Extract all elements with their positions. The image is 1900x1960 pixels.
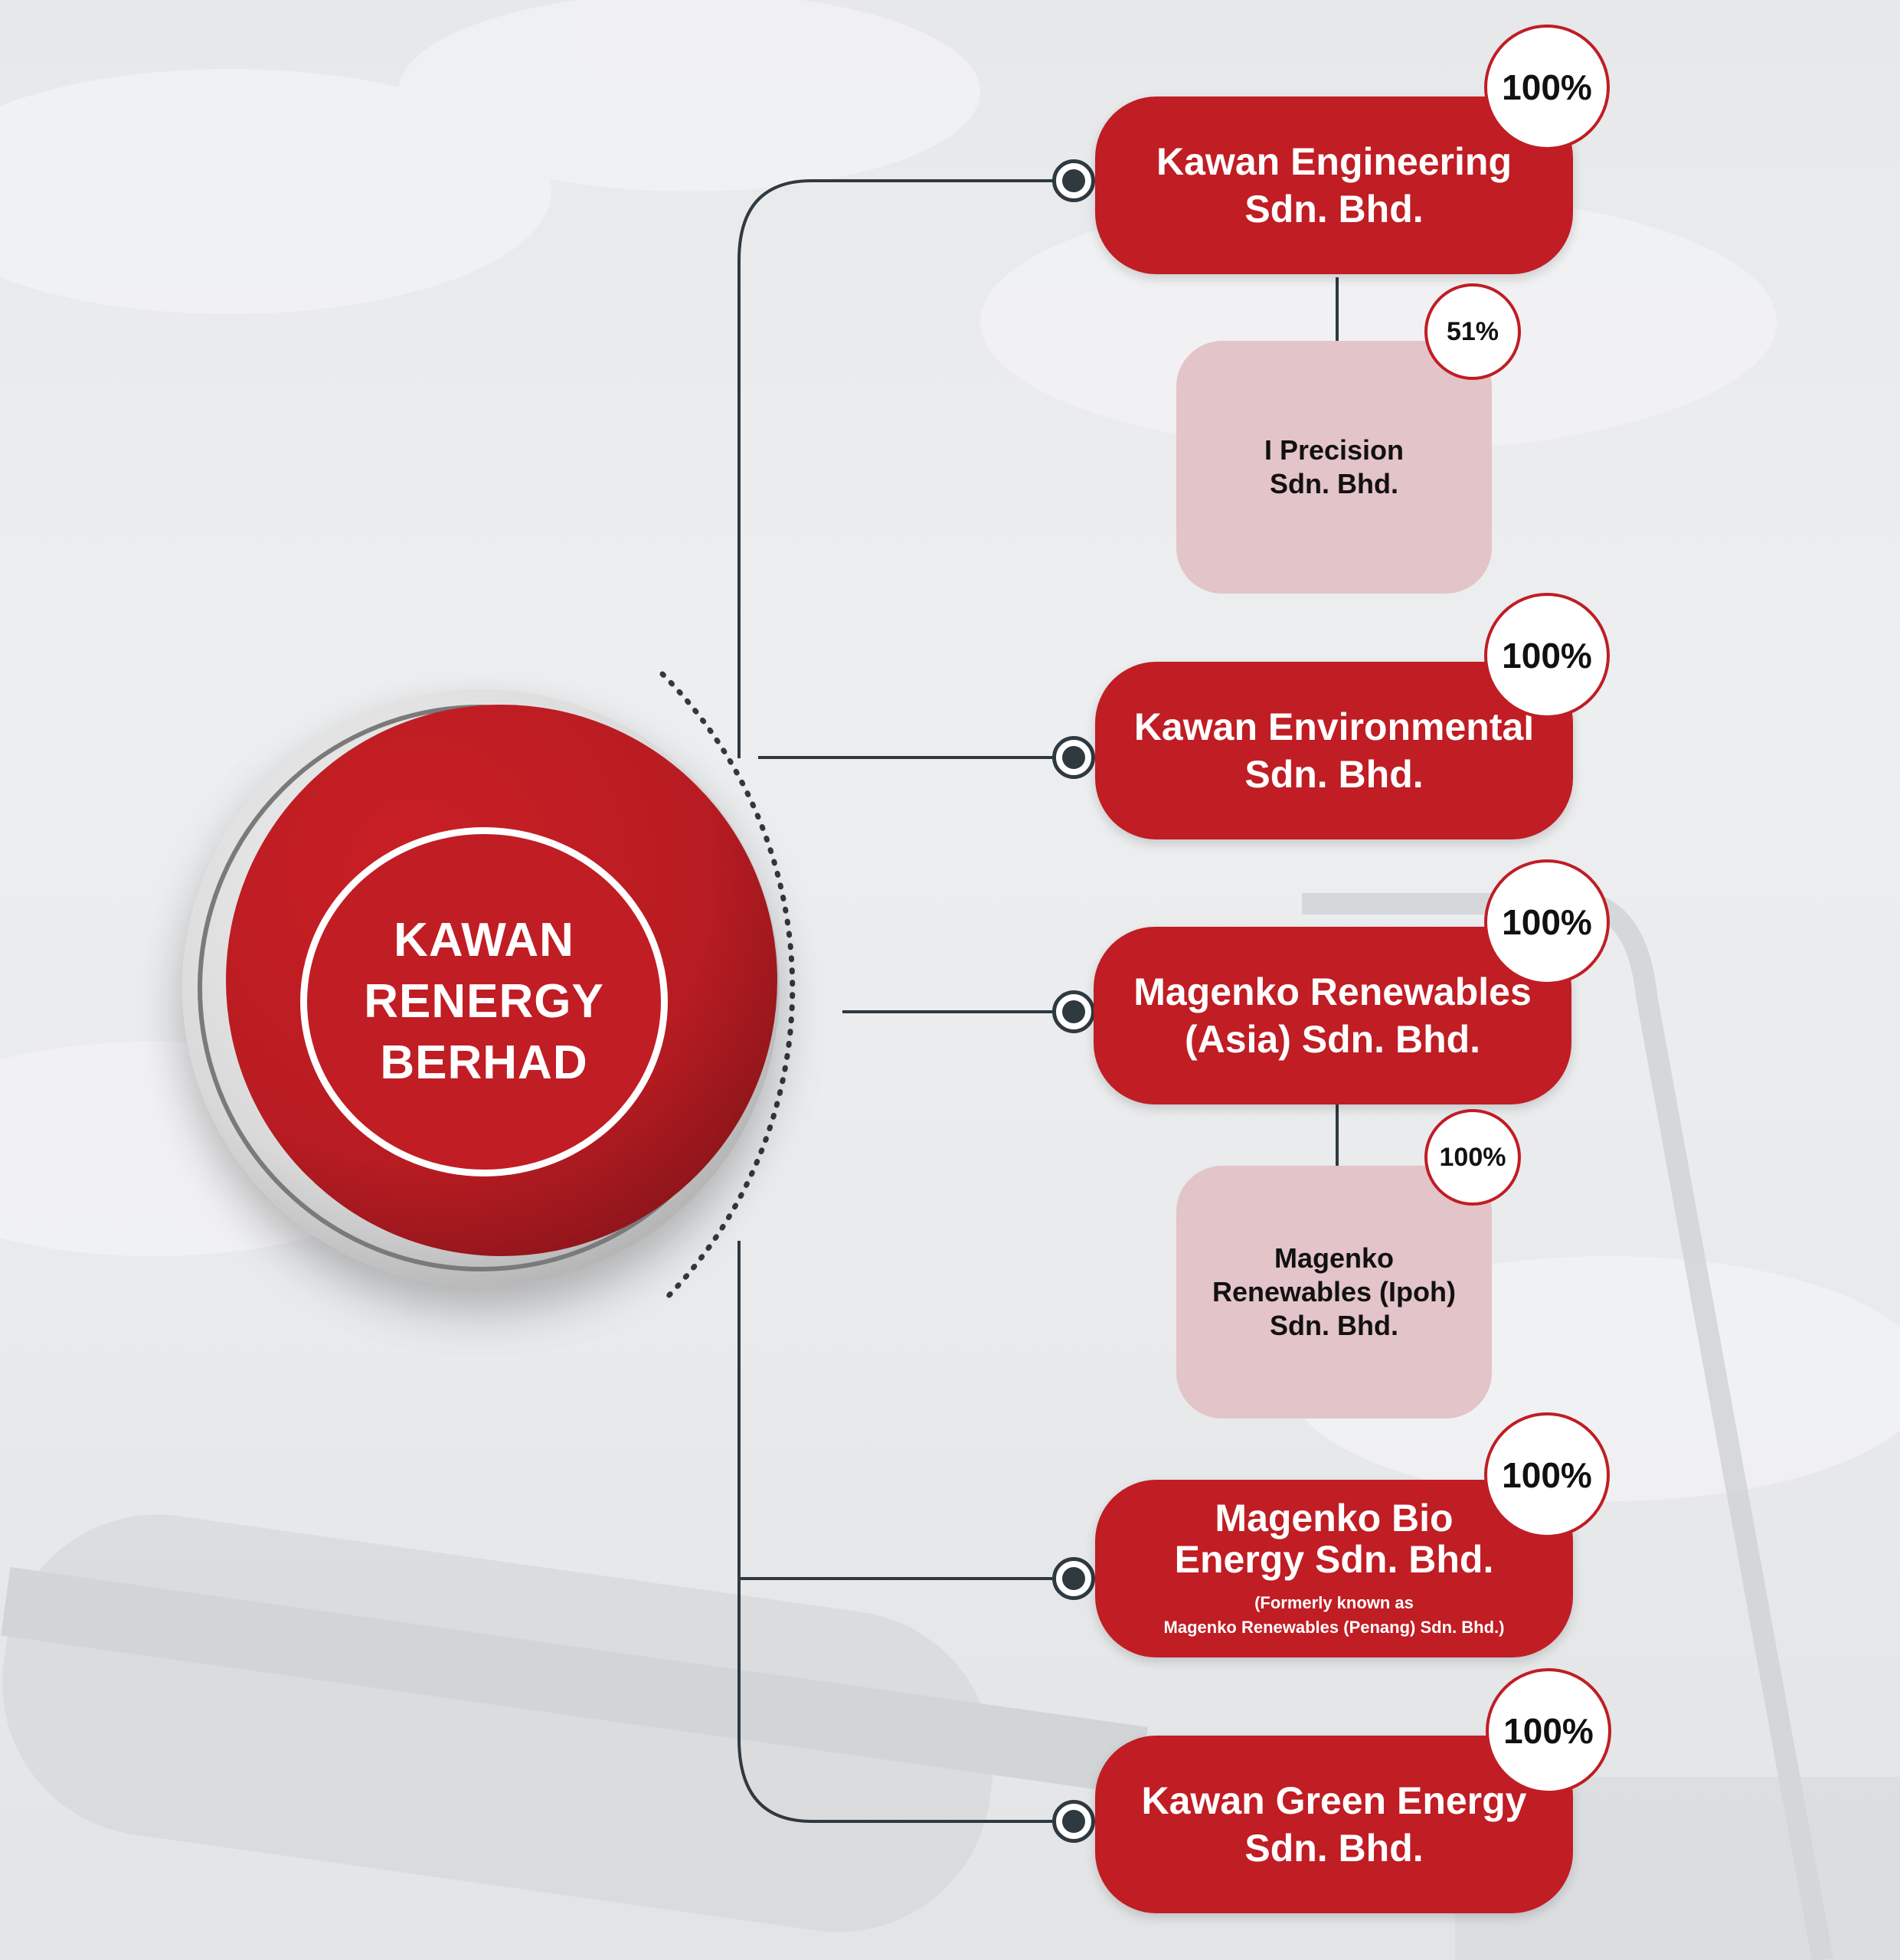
company-name-line1: Magenko Renewables (1133, 970, 1532, 1013)
subsidiary-name-line1: Magenko (1274, 1242, 1395, 1274)
former-name-note-line2: Magenko Renewables (Penang) Sdn. Bhd.) (1163, 1618, 1505, 1637)
company-name-line1: Kawan Engineering (1156, 140, 1512, 183)
subsidiary-name-line1: I Precision (1264, 434, 1405, 466)
company-magenko-bio-energy: Magenko Bio Energy Sdn. Bhd. (Formerly k… (1095, 1480, 1573, 1657)
trunk-bottom (737, 1241, 1072, 1823)
parent-company-name: KAWAN RENERGY BERHAD (364, 914, 604, 1089)
ownership-badge: 100% (1486, 1668, 1611, 1794)
subsidiary-name-line2: Sdn. Bhd. (1270, 468, 1398, 499)
trunk-top (737, 179, 1072, 758)
ownership-badge: 100% (1424, 1109, 1521, 1206)
company-kawan-green-energy: Kawan Green Energy Sdn. Bhd. (1095, 1736, 1573, 1913)
connector-node (1052, 736, 1095, 779)
subsidiary-name-line3: Sdn. Bhd. (1270, 1310, 1398, 1341)
company-name-line1: Kawan Environmental (1133, 705, 1535, 748)
subsidiary-magenko-renewables-ipoh: Magenko Renewables (Ipoh) Sdn. Bhd. (1176, 1166, 1492, 1418)
company-name-line2: Sdn. Bhd. (1244, 753, 1424, 796)
subsidiary-name-line2: Renewables (Ipoh) (1212, 1276, 1457, 1307)
connector-node (1052, 990, 1095, 1033)
company-name-line2: Sdn. Bhd. (1244, 188, 1424, 231)
company-kawan-engineering: Kawan Engineering Sdn. Bhd. (1095, 97, 1573, 274)
connector-node (1052, 1800, 1095, 1843)
company-name-line2: Energy Sdn. Bhd. (1174, 1538, 1494, 1581)
ownership-badge: 100% (1484, 25, 1610, 150)
dotted-arc (659, 671, 796, 1305)
company-name-line1: Magenko Bio (1215, 1497, 1454, 1540)
company-name-line1: Kawan Green Energy (1141, 1779, 1527, 1822)
ownership-badge: 100% (1484, 593, 1610, 718)
ownership-badge: 100% (1484, 859, 1610, 985)
subsidiary-i-precision: I Precision Sdn. Bhd. (1176, 341, 1492, 594)
hub-inner-circle: KAWAN RENERGY BERHAD (300, 827, 668, 1176)
ownership-badge: 51% (1424, 283, 1521, 380)
former-name-note-line1: (Formerly known as (1254, 1593, 1414, 1612)
ownership-badge: 100% (1484, 1412, 1610, 1538)
connector-node (1052, 1557, 1095, 1600)
company-kawan-environmental: Kawan Environmental Sdn. Bhd. (1095, 662, 1573, 839)
company-name-line2: Sdn. Bhd. (1244, 1827, 1424, 1870)
company-name-line2: (Asia) Sdn. Bhd. (1184, 1018, 1481, 1061)
connector-node (1052, 159, 1095, 202)
company-magenko-renewables-asia: Magenko Renewables (Asia) Sdn. Bhd. (1094, 927, 1571, 1104)
